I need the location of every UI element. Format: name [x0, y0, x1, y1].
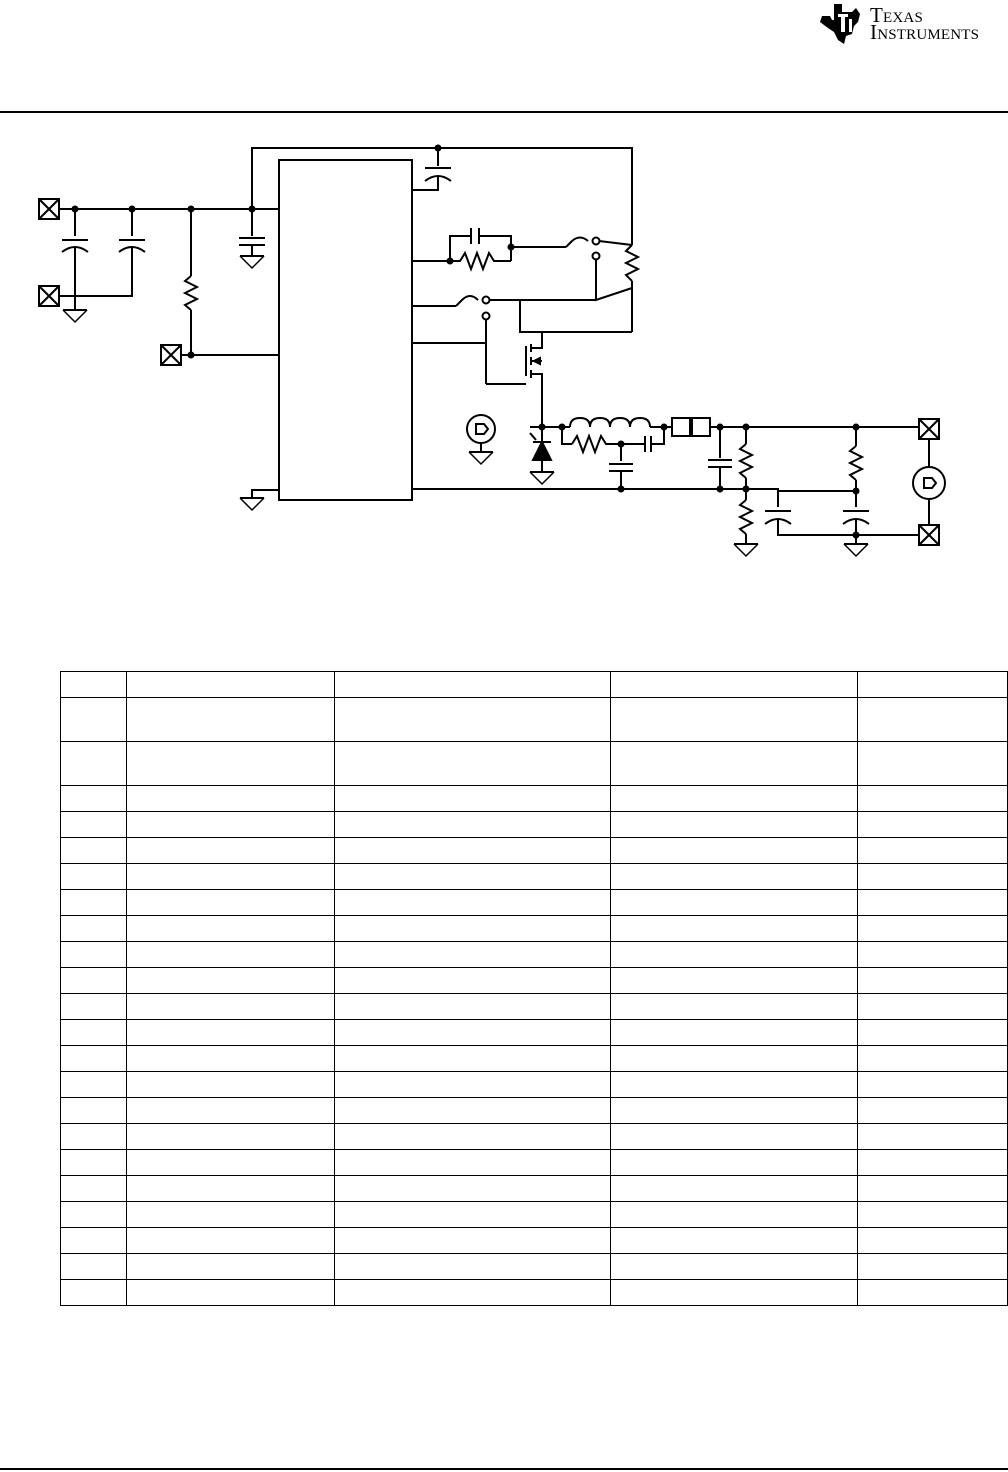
- bill-of-materials-table: [60, 671, 1008, 1306]
- table-row: [60, 863, 1008, 890]
- brand-line-1: Texas: [870, 3, 923, 27]
- brand-line-2: Instruments: [870, 20, 980, 44]
- table-row: [60, 993, 1008, 1020]
- table-row: [60, 1045, 1008, 1072]
- table-row: [60, 837, 1008, 864]
- header-rule: [0, 111, 1008, 113]
- table-row: [60, 941, 1008, 968]
- table-row: [60, 741, 1008, 786]
- table-header-row: [60, 671, 1008, 698]
- table-row: [60, 1071, 1008, 1098]
- footer-rule: [0, 1468, 1008, 1470]
- table-row: [60, 1019, 1008, 1046]
- table-row: [60, 1097, 1008, 1124]
- table-row: [60, 1279, 1008, 1306]
- table-row: [60, 967, 1008, 994]
- table-row: [60, 697, 1008, 742]
- table-row: [60, 1201, 1008, 1228]
- table-row: [60, 915, 1008, 942]
- table-row: [60, 1123, 1008, 1150]
- table-row: [60, 785, 1008, 812]
- controller-ic: [278, 159, 413, 501]
- ti-state-outline-icon: [820, 4, 860, 44]
- table-row: [60, 889, 1008, 916]
- table-row: [60, 1253, 1008, 1280]
- table-row: [60, 1149, 1008, 1176]
- table-row: [60, 1175, 1008, 1202]
- circuit-schematic: [38, 144, 946, 557]
- table-row: [60, 811, 1008, 838]
- ti-logo: Texas Instruments: [818, 2, 1004, 46]
- table-row: [60, 1227, 1008, 1254]
